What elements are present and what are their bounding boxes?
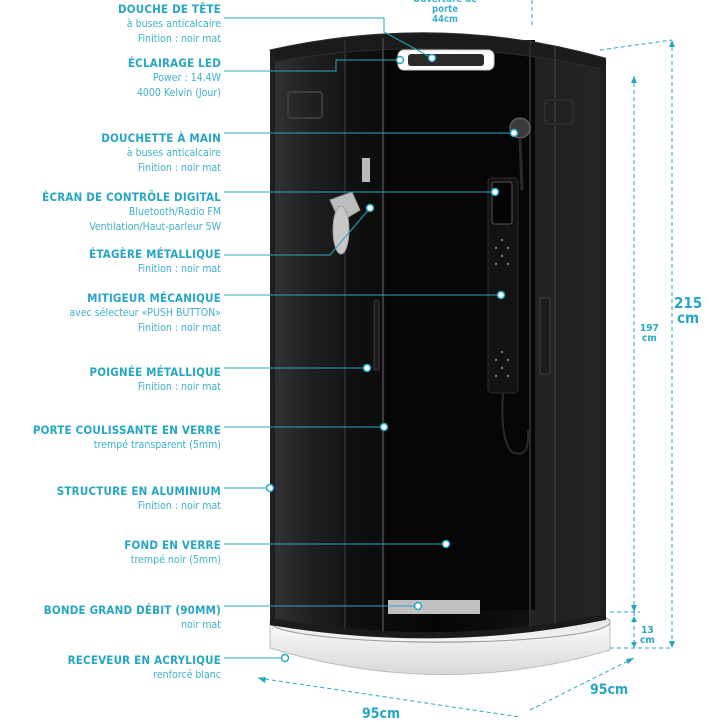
cabin-right-panel [530, 40, 605, 632]
callout-line: Finition : noir mat [137, 381, 221, 393]
callout-title: FOND EN VERRE [124, 538, 221, 552]
callout-back-glass: FOND EN VERRE trempé noir (5mm) [124, 538, 221, 568]
callout-digital-screen: ÉCRAN DE CONTRÔLE DIGITAL Bluetooth/Radi… [42, 190, 221, 235]
callout-dot-tray [280, 653, 290, 663]
callout-line: Finition : noir mat [137, 322, 221, 334]
callout-line: avec sélecteur «PUSH BUTTON» [69, 307, 221, 319]
callout-line: Finition : noir mat [137, 263, 221, 275]
callout-title: DOUCHETTE À MAIN [101, 131, 221, 145]
callout-title: DOUCHE DE TÊTE [117, 2, 221, 16]
callout-title: RECEVEUR EN ACRYLIQUE [67, 653, 221, 667]
callout-dot-drain [413, 601, 423, 611]
callout-title: POIGNÉE MÉTALLIQUE [89, 365, 221, 379]
callout-metal-shelf: ÉTAGÈRE MÉTALLIQUE Finition : noir mat [89, 247, 221, 277]
callout-dot-mixer [496, 290, 506, 300]
callout-title: ÉCLAIRAGE LED [127, 56, 221, 70]
callout-line: Finition : noir mat [137, 162, 221, 174]
cabin-height-value: 197 [640, 323, 659, 334]
callout-metal-handle: POIGNÉE MÉTALLIQUE Finition : noir mat [89, 365, 221, 395]
total-height-value: 215 [674, 294, 703, 312]
callout-drain: BONDE GRAND DÉBIT (90MM) noir mat [44, 603, 221, 633]
callout-dot-screen [490, 187, 500, 197]
callout-dot-head-shower [427, 53, 437, 63]
callout-title: PORTE COULISSANTE EN VERRE [32, 423, 221, 437]
callout-line: à buses anticalcaire [126, 147, 221, 159]
tray-height-unit: cm [640, 635, 655, 646]
cabin-height-unit: cm [642, 333, 657, 344]
callout-dot-handle [362, 363, 372, 373]
depth-value: 95cm [590, 682, 629, 698]
callout-title: STRUCTURE EN ALUMINIUM [56, 484, 221, 498]
callout-title: ÉCRAN DE CONTRÔLE DIGITAL [42, 190, 221, 204]
cabin-height-dimension: 197 cm [640, 324, 659, 344]
callout-line: Power : 14,4W [152, 72, 221, 84]
callout-dot-back-glass [441, 539, 451, 549]
callout-dot-shelf [365, 203, 375, 213]
total-height-dimension: 215 cm [674, 296, 702, 326]
width-value: 95cm [362, 706, 401, 722]
callout-line: Bluetooth/Radio FM [128, 206, 221, 218]
callout-line: à buses anticalcaire [126, 18, 221, 30]
callout-line: noir mat [181, 619, 221, 631]
bottom-frame [270, 614, 605, 639]
callout-title: BONDE GRAND DÉBIT (90MM) [43, 603, 221, 617]
callout-mixer: MITIGEUR MÉCANIQUE avec sélecteur «PUSH … [69, 291, 221, 336]
door-opening-note: Ouverture de porte 44cm [405, 0, 485, 25]
callout-dot-led [395, 55, 405, 65]
callout-line: trempé noir (5mm) [130, 554, 221, 566]
callout-dot-hand-shower [509, 128, 519, 138]
door-opening-label: Ouverture de porte [413, 0, 477, 15]
callout-line: 4000 Kelvin (Jour) [136, 87, 221, 99]
callout-dot-door [379, 422, 389, 432]
total-height-unit: cm [677, 309, 700, 327]
cabin-left-panel [270, 38, 345, 630]
door-opening-value: 44cm [432, 14, 458, 25]
callout-line: renforcé blanc [153, 669, 221, 681]
callout-line: Finition : noir mat [137, 500, 221, 512]
callout-head-shower: DOUCHE DE TÊTE à buses anticalcaire Fini… [118, 2, 221, 47]
tray-height-value: 13 [641, 625, 654, 636]
callout-line: Ventilation/Haut-parleur 5W [89, 221, 221, 233]
metal-handle-right [539, 297, 551, 375]
callout-sliding-door: PORTE COULISSANTE EN VERRE trempé transp… [33, 423, 221, 453]
callout-aluminium-structure: STRUCTURE EN ALUMINIUM Finition : noir m… [57, 484, 221, 514]
callout-title: ÉTAGÈRE MÉTALLIQUE [89, 247, 221, 261]
frame-post-left [270, 50, 275, 625]
metal-handle-left [373, 299, 380, 371]
tray-height-dimension: 13 cm [640, 626, 655, 646]
frame-post-right [601, 58, 606, 620]
callout-acrylic-tray: RECEVEUR EN ACRYLIQUE renforcé blanc [68, 653, 221, 683]
callout-hand-shower: DOUCHETTE À MAIN à buses anticalcaire Fi… [101, 131, 221, 176]
callout-line: trempé transparent (5mm) [93, 439, 221, 451]
callout-line: Finition : noir mat [137, 33, 221, 45]
width-dimension: 95cm [362, 707, 400, 721]
callout-led-lighting: ÉCLAIRAGE LED Power : 14,4W 4000 Kelvin … [128, 56, 221, 101]
callout-dot-structure [265, 483, 275, 493]
depth-dimension: 95cm [590, 683, 628, 697]
callout-title: MITIGEUR MÉCANIQUE [87, 291, 221, 305]
